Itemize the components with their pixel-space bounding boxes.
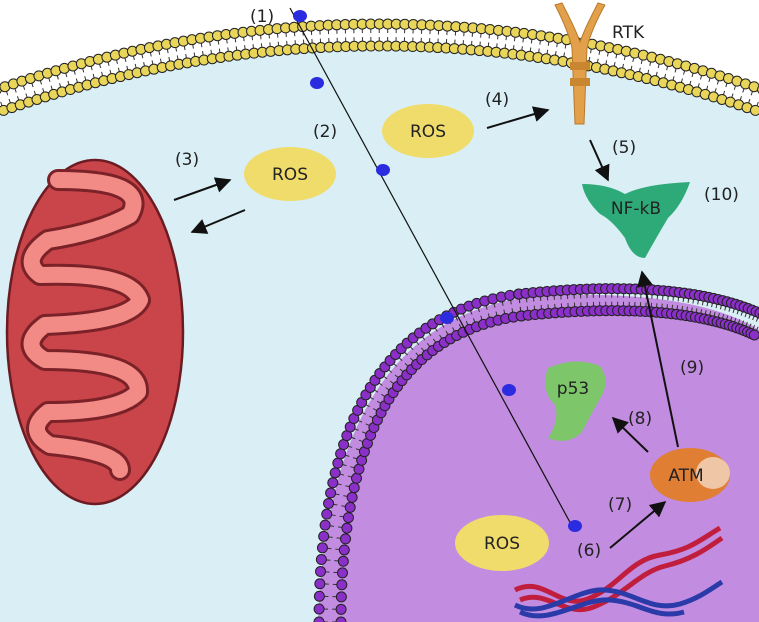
ionizing-particles xyxy=(293,10,582,532)
lipid-head xyxy=(335,616,347,622)
lipid-head xyxy=(314,578,326,590)
lipid-head xyxy=(338,544,350,556)
particle xyxy=(568,520,582,532)
step-label-4: (4) xyxy=(485,90,509,110)
step-label-10: (10) xyxy=(704,185,739,205)
atm-protein: ATM xyxy=(650,448,730,502)
lipid-head xyxy=(321,508,333,520)
step-label-3: (3) xyxy=(175,150,199,170)
radiation-track xyxy=(289,7,573,527)
lipid-head xyxy=(344,501,356,513)
particle xyxy=(310,77,324,89)
lipid-head xyxy=(335,603,347,615)
step-label-7: (7) xyxy=(608,495,632,515)
lipid-head xyxy=(336,567,348,579)
lipid-head xyxy=(749,104,759,116)
particle xyxy=(440,312,454,324)
lipid-head xyxy=(748,81,759,93)
ros-mitochondrial: ROS xyxy=(244,147,336,201)
step-label-9: (9) xyxy=(680,358,704,378)
nucleus xyxy=(318,294,759,622)
ros-nuclear: ROS xyxy=(455,515,549,571)
lipid-head xyxy=(748,329,759,341)
lipid-head xyxy=(346,491,358,503)
plasma-membrane xyxy=(0,18,759,116)
mitochondrion xyxy=(5,158,185,506)
step-labels: (1) (2) (3) (4) (5) (6) (7) (8) (9) (10)… xyxy=(175,7,739,561)
arrow-dna-to-atm xyxy=(609,500,667,549)
lipid-head xyxy=(313,603,325,615)
lipid-head xyxy=(335,448,347,460)
ros-label: ROS xyxy=(272,165,308,185)
arrow-atm-to-p53 xyxy=(611,416,649,453)
arrow-ros-to-rtk xyxy=(486,106,550,129)
nuclear-membrane xyxy=(313,283,759,622)
lipid-head xyxy=(318,530,330,542)
lipid-head xyxy=(325,487,337,499)
p53-label: p53 xyxy=(557,379,589,399)
lipid-head xyxy=(319,519,331,531)
particle xyxy=(502,384,516,396)
lipid-head xyxy=(754,307,759,319)
particle xyxy=(293,10,307,22)
rtk-receptor xyxy=(554,2,606,125)
step-label-1: (1) xyxy=(250,7,274,27)
arrow-ros-to-mito-out xyxy=(173,177,232,201)
lipid-head xyxy=(313,616,325,622)
lipid-head xyxy=(341,522,353,534)
particle xyxy=(376,164,390,176)
ros-label: ROS xyxy=(484,534,520,554)
lipid-head xyxy=(323,497,335,509)
lipid-head xyxy=(315,566,327,578)
ros-cytoplasmic: ROS xyxy=(382,104,474,158)
step-label-5: (5) xyxy=(612,138,636,158)
lipid-head xyxy=(327,477,339,489)
nfkb-label: NF-kB xyxy=(611,199,661,219)
lipid-head xyxy=(315,554,327,566)
lipid-head xyxy=(316,542,328,554)
lipid-head xyxy=(332,457,344,469)
rtk-label: RTK xyxy=(612,23,645,43)
lipid-head xyxy=(335,591,347,603)
step-label-2: (2) xyxy=(313,122,337,142)
atm-label: ATM xyxy=(668,466,703,486)
lipid-head xyxy=(351,472,363,484)
lipid-head xyxy=(336,579,348,591)
step-label-6: (6) xyxy=(577,541,601,561)
pathway-arrows xyxy=(173,106,679,549)
lipid-head xyxy=(329,467,341,479)
arrow-rtk-to-nfkb xyxy=(589,139,610,182)
arrow-ros-to-mito-in xyxy=(190,209,246,234)
lipid-head xyxy=(342,512,354,524)
step-label-8: (8) xyxy=(628,409,652,429)
lipid-head xyxy=(348,482,360,494)
dna-helix xyxy=(513,525,724,619)
ros-label: ROS xyxy=(410,122,446,142)
lipid-head xyxy=(337,555,349,567)
arrow-atm-to-nfkb xyxy=(637,270,679,448)
lipid-head xyxy=(340,533,352,545)
p53-protein: p53 xyxy=(545,361,606,441)
nfkb-protein: NF-kB xyxy=(582,182,690,258)
lipid-head xyxy=(313,590,325,602)
